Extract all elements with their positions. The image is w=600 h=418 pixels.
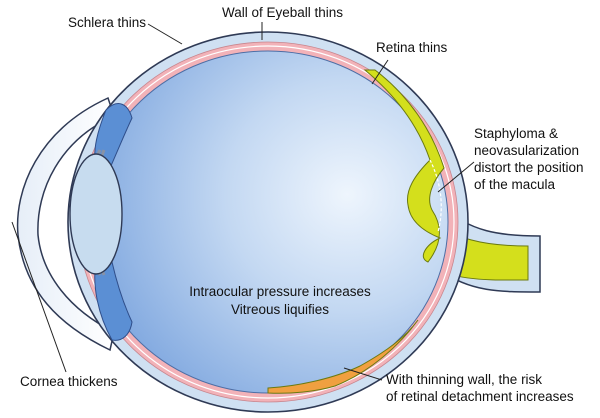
macula-region bbox=[429, 159, 442, 233]
label-wall: Wall of Eyeball thins bbox=[222, 5, 343, 20]
leader-sclera bbox=[147, 23, 183, 45]
leader-detachment bbox=[343, 367, 383, 381]
retinal-detachment bbox=[267, 319, 419, 394]
label-staphyloma-4: of the macula bbox=[474, 177, 556, 192]
label-staphyloma-3: distort the position bbox=[474, 160, 584, 175]
cornea bbox=[16, 96, 115, 352]
leader-retina bbox=[371, 59, 389, 85]
label-staphyloma-1: Staphyloma & bbox=[474, 126, 558, 141]
vitreous-body bbox=[87, 50, 449, 394]
label-vitreous: Vitreous liquifies bbox=[231, 302, 329, 317]
leader-staphyloma bbox=[437, 161, 475, 193]
leader-cornea bbox=[11, 221, 67, 373]
label-sclera: Schlera thins bbox=[68, 15, 146, 30]
label-pressure: Intraocular pressure increases bbox=[189, 284, 371, 299]
label-cornea: Cornea thickens bbox=[20, 374, 118, 389]
iris-lower bbox=[94, 261, 133, 341]
label-detachment-2: of retinal detachment increases bbox=[386, 389, 574, 404]
label-detachment-1: With thinning wall, the risk bbox=[386, 372, 542, 387]
lens bbox=[69, 153, 123, 275]
label-staphyloma-2: neovasularization bbox=[474, 143, 579, 158]
label-retina: Retina thins bbox=[376, 40, 448, 55]
